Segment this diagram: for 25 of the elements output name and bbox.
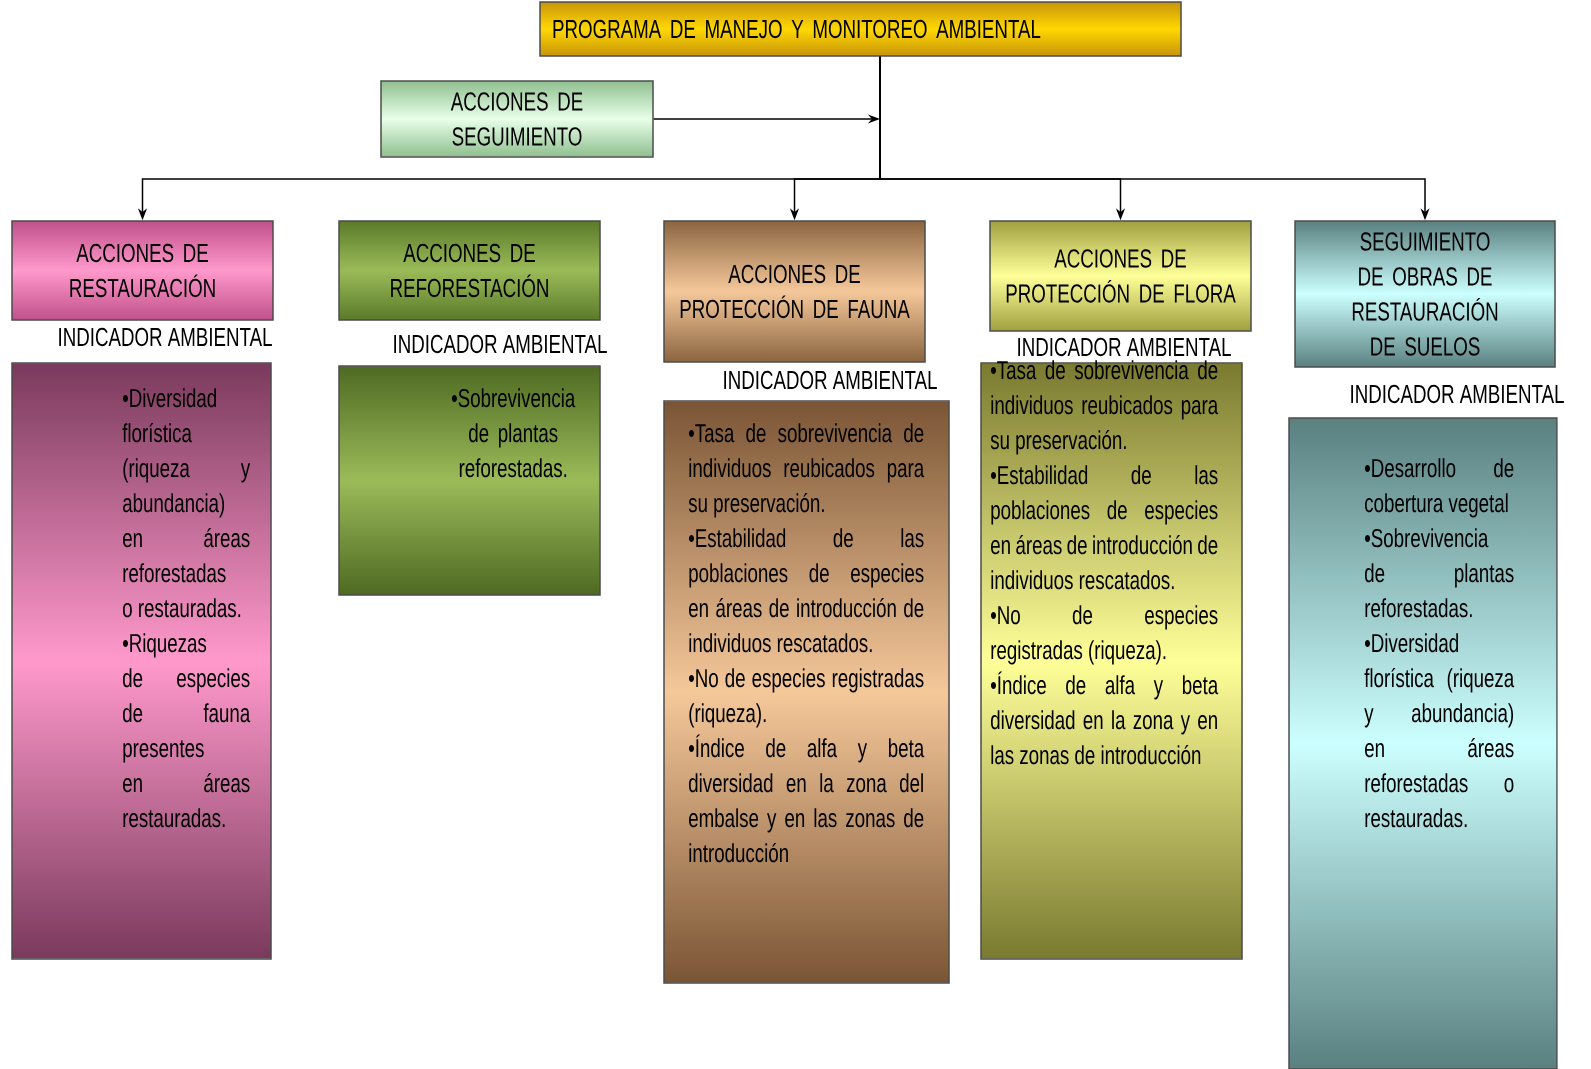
action-box: ACCIONES DE PROTECCIÓN DE FAUNA xyxy=(663,220,926,363)
action-box: SEGUIMIENTO DE OBRAS DE RESTAURACIÓN DE SUELOS xyxy=(1294,220,1556,368)
node-label: •No de especies registradas (riqueza). xyxy=(990,605,1218,665)
indicator-box: •Desarrollo de cobertura vegetal •Sobrevivencia de plantas reforestadas. •Diversidad florística (riqueza y abundancia) en áreas reforestadas o restauradas. xyxy=(1288,417,1558,1069)
action-box: ACCIONES DE REFORESTACIÓN xyxy=(338,220,601,321)
node-label: •Tasa de sobrevivencia de individuos reubicados para su preservación. xyxy=(688,423,925,518)
indicator-heading: INDICADOR AMBIENTAL xyxy=(1351,384,1564,404)
action-box: ACCIONES DE SEGUIMIENTO xyxy=(380,80,654,158)
action-box: ACCIONES DE RESTAURACIÓN xyxy=(11,220,274,321)
indicator-heading: INDICADOR AMBIENTAL xyxy=(1018,337,1231,357)
indicator-box: •Tasa de sobrevivencia de individuos reubicados para su preservación. •Estabilidad de las poblaciones de especies en áreas de introducción de individuos rescatados. •No de especies registradas (riqueza). •Índice de alfa y beta diversidad en la zona y en las zonas de introducción xyxy=(980,360,1243,960)
indicator-heading: INDICADOR AMBIENTAL xyxy=(394,334,607,354)
node-label: •Índice de alfa y beta diversidad en la zona y en las zonas de introducción xyxy=(990,671,1219,765)
indicator-heading: INDICADOR AMBIENTAL xyxy=(724,370,937,390)
node-label: •Estabilidad de las poblaciones de especies en áreas de introducción de individuos rescatados. xyxy=(990,465,1218,590)
indicator-box: •Diversidad florística (riqueza y abundancia) en áreas reforestadas o restauradas. •Riquezas de especies de fauna presentes en áreas restauradas. xyxy=(11,362,272,960)
node-label: •Tasa de sobrevivencia de individuos reubicados para su preservación. xyxy=(990,360,1219,455)
indicator-box: •Sobrevivencia de plantas reforestadas. xyxy=(338,365,601,596)
indicator-box: •Tasa de sobrevivencia de individuos reubicados para su preservación. •Estabilidad de las poblaciones de especies en áreas de introducción de individuos rescatados. •No de especies registradas (riqueza). •Índice de alfa y beta diversidad en la zona del embalse y en las zonas de introducción xyxy=(663,400,950,984)
node-label: •Estabilidad de las poblaciones de especies en áreas de introducción de individuos rescatados. xyxy=(688,528,924,653)
indicator-heading: INDICADOR AMBIENTAL xyxy=(59,327,272,347)
node-label: •Índice de alfa y beta diversidad en la zona del embalse y en las zonas de introducción xyxy=(688,734,925,863)
title-box: PROGRAMA DE MANEJO Y MONITOREO AMBIENTAL xyxy=(539,1,1182,57)
node-label: •No de especies registradas (riqueza). xyxy=(688,668,924,728)
action-box: ACCIONES DE PROTECCIÓN DE FLORA xyxy=(989,220,1252,332)
